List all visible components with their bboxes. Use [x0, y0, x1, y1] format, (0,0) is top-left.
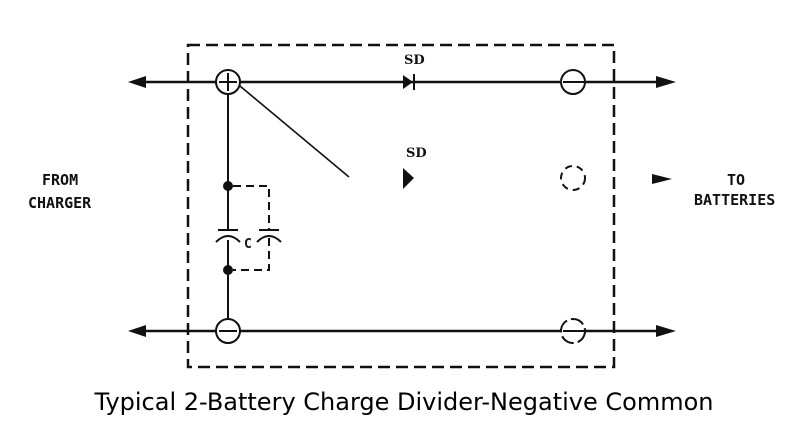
- capacitor-icon: [215, 229, 241, 243]
- arrow-right-bottom-icon: [656, 325, 676, 337]
- divider-enclosure: [186, 43, 616, 369]
- arrow-right-top-icon: [656, 76, 676, 88]
- arrow-left-bottom-icon: [128, 325, 146, 337]
- batteries-label: BATTERIES: [694, 191, 775, 209]
- diode-middle-label: SD: [406, 146, 427, 161]
- output-terminal-optional-icon: [560, 165, 586, 191]
- diode-top-icon: [403, 74, 415, 90]
- positive-terminal-icon: [215, 69, 241, 95]
- capacitor-label: C: [244, 237, 252, 252]
- diode-middle-icon: [403, 168, 414, 189]
- arrow-left-top-icon: [128, 76, 146, 88]
- diode-top-label: SD: [404, 53, 425, 68]
- junction-dot-top: [223, 181, 233, 191]
- charger-label: CHARGER: [28, 194, 92, 212]
- to-label: TO: [727, 171, 745, 189]
- arrow-right-middle-icon: [652, 174, 672, 184]
- diagram-title: Typical 2-Battery Charge Divider-Negativ…: [94, 388, 714, 416]
- diagonal-wire: [239, 85, 350, 178]
- negative-terminal-output-icon: [560, 318, 586, 344]
- output-terminal-top-icon: [560, 69, 586, 95]
- junction-dot-bottom: [223, 265, 233, 275]
- from-label: FROM: [42, 171, 78, 189]
- negative-terminal-input-icon: [215, 318, 241, 344]
- optional-capacitor-icon: [233, 185, 282, 271]
